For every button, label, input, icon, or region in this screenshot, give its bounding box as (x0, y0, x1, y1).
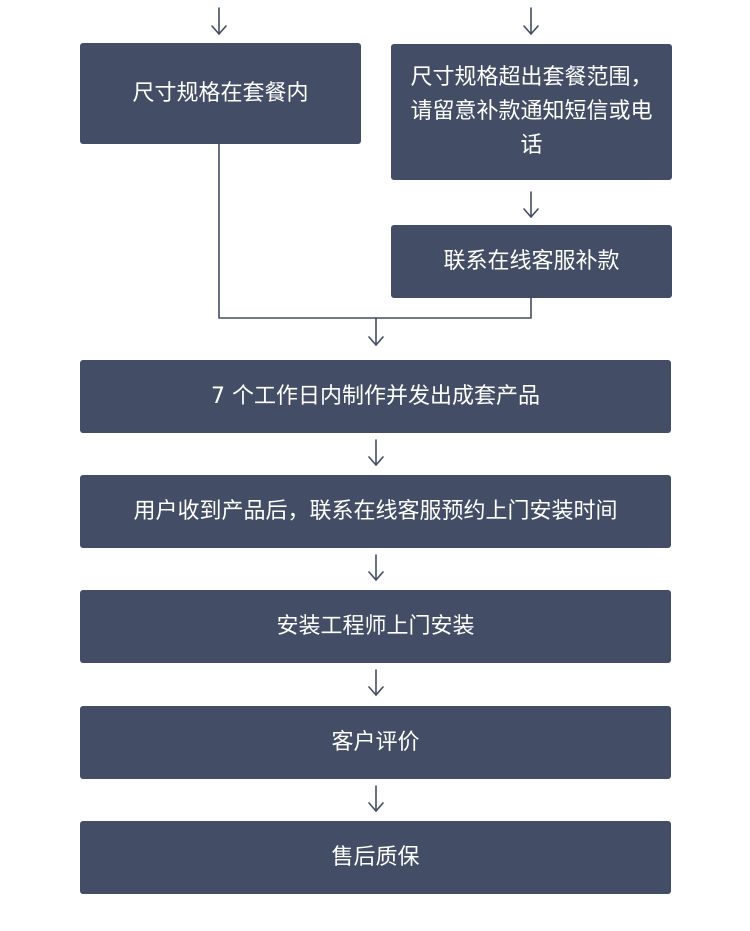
arrow-down-icon (368, 554, 384, 581)
step-after-sales-label: 售后质保 (331, 844, 420, 870)
step-contact-service-payment-label: 联系在线客服补款 (443, 248, 620, 274)
arrow-down-icon (523, 191, 539, 218)
arrow-down-icon (211, 7, 227, 35)
step-production-label: 7 个工作日内制作并发出成套产品 (211, 383, 540, 409)
arrow-down-icon (368, 785, 384, 812)
step-customer-review-label: 客户评价 (331, 729, 420, 755)
arrow-down-icon (368, 439, 384, 466)
step-within-package: 尺寸规格在套餐内 (80, 43, 361, 144)
step-contact-service-payment: 联系在线客服补款 (391, 225, 672, 298)
merge-line (218, 143, 532, 319)
step-exceeds-package: 尺寸规格超出套餐范围，请留意补款通知短信或电话 (391, 44, 672, 180)
step-installation-label: 安装工程师上门安装 (276, 613, 475, 639)
step-receive-and-schedule-label: 用户收到产品后，联系在线客服预约上门安装时间 (133, 498, 618, 524)
step-customer-review: 客户评价 (80, 706, 671, 779)
step-installation: 安装工程师上门安装 (80, 590, 671, 663)
step-within-package-label: 尺寸规格在套餐内 (132, 80, 309, 106)
arrow-down-icon (523, 7, 539, 35)
arrow-down-icon (368, 669, 384, 696)
step-production: 7 个工作日内制作并发出成套产品 (80, 360, 671, 433)
step-after-sales: 售后质保 (80, 821, 671, 894)
arrow-down-icon (368, 317, 384, 346)
step-receive-and-schedule: 用户收到产品后，联系在线客服预约上门安装时间 (80, 475, 671, 548)
step-exceeds-package-label: 尺寸规格超出套餐范围，请留意补款通知短信或电话 (410, 65, 653, 158)
